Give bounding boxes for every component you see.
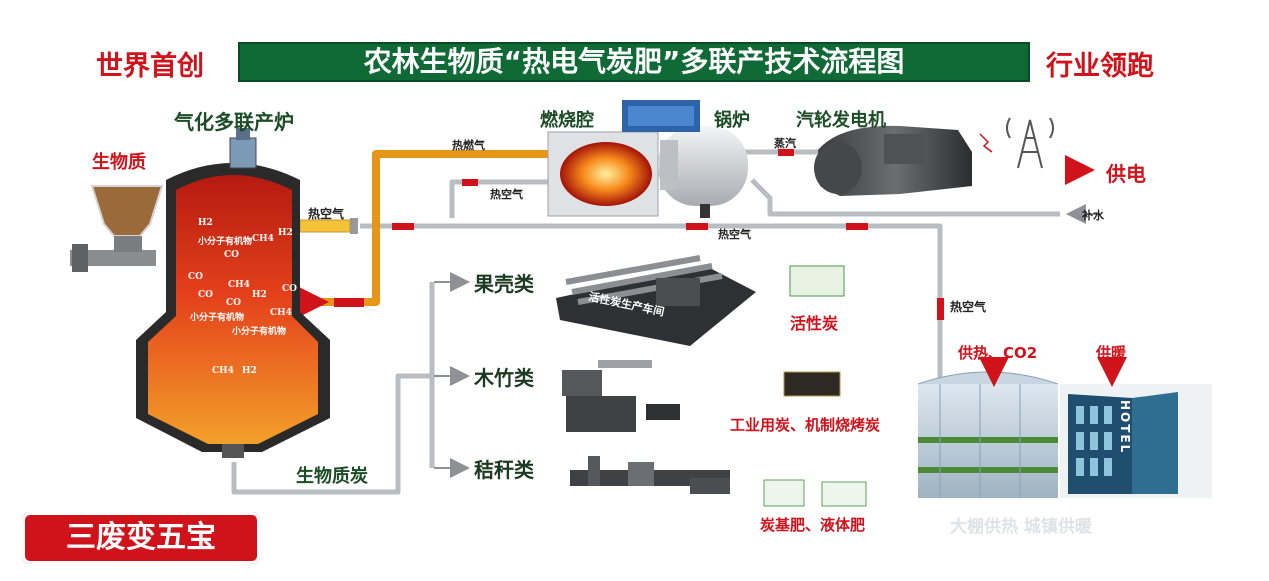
gas-label: H2 [252,290,267,300]
hot-gas-label: 热燃气 [452,139,485,152]
hotel-sign: HOTEL [1118,400,1132,455]
gas-label: CO [188,272,204,282]
slogan-right: 行业领跑 [1046,51,1154,82]
power-supply-label: 供电 [1106,162,1146,186]
tower [1006,117,1054,169]
industrial-carbon-label: 工业用炭、机制烧烤炭 [730,416,881,434]
turbine-label: 汽轮发电机 [796,110,886,131]
gas-species-labels: H2 小分子有机物 CH4 H2 CO CO CO CH4 H2 CO CO C… [186,214,306,394]
feed-hopper [70,185,164,272]
gas-label: CO [282,284,298,294]
carbon-workshop [556,255,756,346]
hotel-building [1060,384,1212,498]
boiler-label: 锅炉 [714,110,750,131]
slogan-left: 世界首创 [96,51,204,82]
steam-label: 蒸汽 [774,137,796,150]
gas-label: CO [198,290,214,300]
district-heating-label: 供暖 [1096,344,1127,362]
gas-label: 小分子有机物 [198,237,253,247]
gray-pipes [231,149,1060,495]
biochar-label: 生物质炭 [296,466,368,487]
gas-label: H2 [242,366,257,376]
gas-label: H2 [278,228,293,238]
gas-label: CH4 [228,280,250,290]
category-nutshell: 果壳类 [474,272,534,296]
gas-label: H2 [198,218,213,228]
biomass-feed-label: 生物质 [92,152,146,173]
turbine-generator [814,125,972,196]
wood-machine [562,360,680,432]
gas-label: CH4 [252,234,274,244]
gas-label: CH4 [270,308,292,318]
greenhouse [917,371,1059,498]
reactor-title: 气化多联产炉 [174,110,294,134]
greenhouse-heat-co2-label: 供热、CO2 [958,344,1038,362]
straw-machine [570,456,730,494]
combustion-chamber-label: 燃烧腔 [540,110,594,131]
bottom-caption: 大棚供热 城镇供暖 [950,517,1092,537]
activated-carbon-label: 活性炭 [790,314,839,333]
page-title: 农林生物质“热电气炭肥”多联产技术流程图 [238,42,1030,82]
gas-label: CH4 [212,366,234,376]
hot-air-inlet-label: 热空气 [308,207,345,221]
gas-label: 小分子有机物 [190,313,245,323]
boiler [547,100,748,218]
makeup-water-label: 补水 [1082,209,1104,222]
hot-air-label-boiler: 热空气 [490,188,523,201]
slogan-badge: 三废变五宝 [22,512,260,564]
hot-air-label-heating: 热空气 [950,300,987,314]
gasifier-reactor [136,128,330,458]
category-wood-bamboo: 木竹类 [474,366,534,390]
fertilizer-label: 炭基肥、液体肥 [760,516,866,534]
category-straw: 秸秆类 [474,458,534,482]
gas-label: CO [226,298,242,308]
product-icons [763,265,867,507]
gas-label: 小分子有机物 [232,327,287,337]
hot-air-label-main: 热空气 [718,228,751,241]
gas-label: CO [224,250,240,260]
